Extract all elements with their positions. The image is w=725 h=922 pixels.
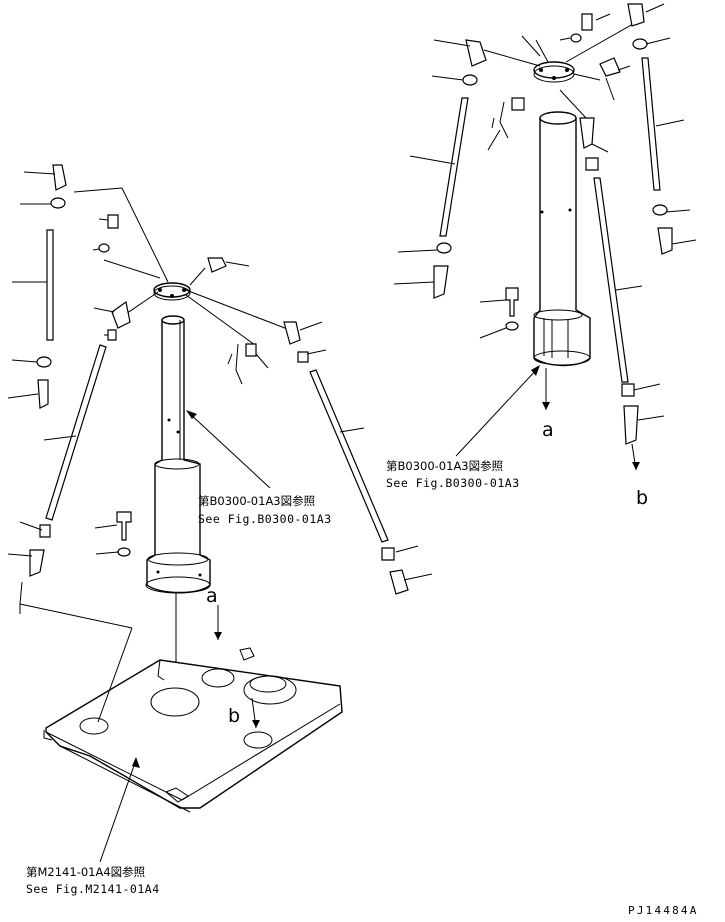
- right-ref-en: See Fig.B0300-01A3: [386, 476, 520, 490]
- left-base-frame: [19, 581, 343, 813]
- right-column: [533, 111, 591, 410]
- marker-a-right: a: [542, 419, 554, 441]
- left-top-bracket: [153, 282, 191, 301]
- bottom-ref-en: See Fig.M2141-01A4: [26, 882, 160, 896]
- right-assembly: a b: [393, 3, 697, 509]
- right-leader-lines: [393, 3, 697, 421]
- drawing-code: PJ14484A: [628, 904, 699, 917]
- right-ref-pointer: [455, 365, 540, 457]
- center-ref-jp: 第B0300-01A3図参照: [198, 494, 315, 508]
- left-leader-lines: [7, 171, 433, 581]
- bottom-ref-jp: 第M2141-01A4図参照: [26, 865, 145, 879]
- right-ref-jp: 第B0300-01A3図参照: [386, 459, 503, 473]
- left-column: [145, 315, 211, 690]
- center-ref-pointer: [186, 410, 271, 489]
- right-rods: [439, 19, 661, 383]
- marker-b-right: b: [636, 487, 648, 509]
- left-assembly: a b: [7, 164, 433, 863]
- left-rods: [45, 187, 389, 543]
- center-ref-en: See Fig.B0300-01A3: [198, 512, 332, 526]
- left-small-parts: [29, 164, 409, 595]
- right-small-parts: [433, 3, 673, 471]
- marker-a-left: a: [206, 585, 218, 607]
- bottom-ref-pointer: [99, 757, 140, 863]
- marker-b-left: b: [228, 705, 240, 727]
- right-top-bracket: [533, 61, 575, 83]
